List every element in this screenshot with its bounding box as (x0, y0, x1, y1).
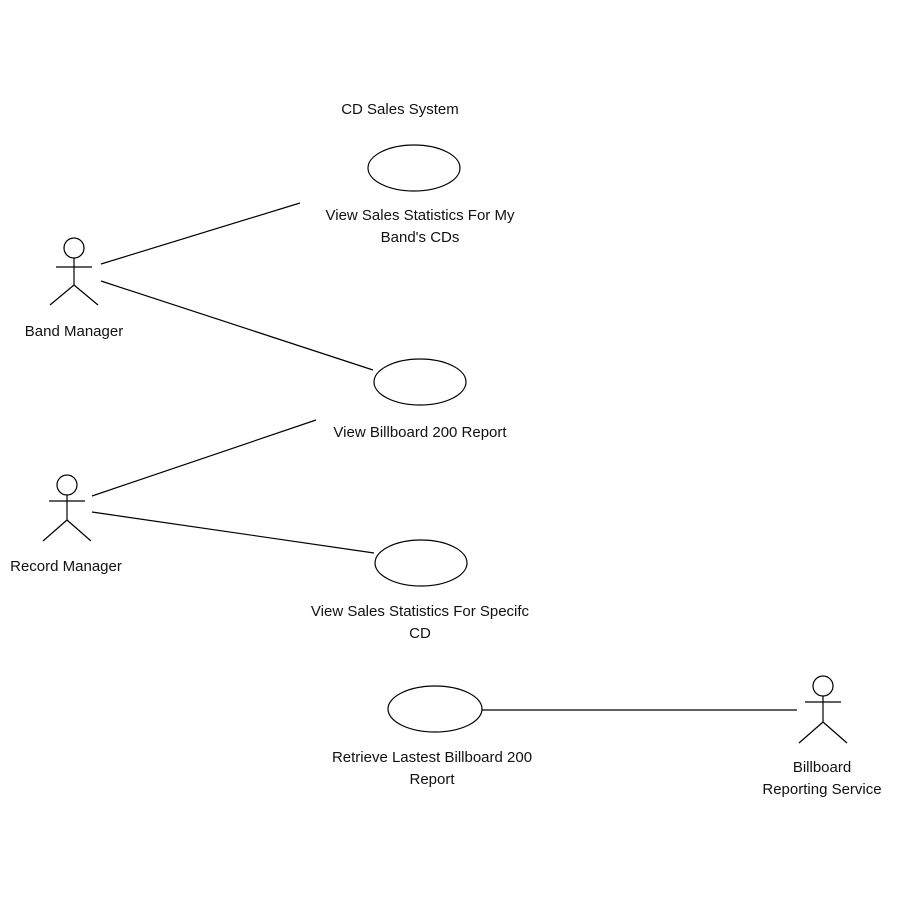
use-case-retrieve-billboard-ellipse[interactable] (387, 685, 483, 733)
actor-record-manager-label: Record Manager (10, 558, 122, 575)
actor-billboard-reporting-service-label: Billboard Reporting Service (762, 759, 882, 798)
system-title: CD Sales System (341, 101, 459, 118)
association-band-manager-view-sales-my-band (100, 202, 301, 265)
actor-billboard-reporting-service-figure[interactable] (798, 675, 848, 744)
use-case-view-billboard-label: View Billboard 200 Report (333, 424, 507, 441)
use-case-view-billboard-ellipse[interactable] (373, 358, 467, 406)
association-band-manager-view-billboard (100, 280, 374, 371)
use-case-view-sales-specific-label: View Sales Statistics For Specifc CD (310, 603, 530, 642)
association-record-manager-view-billboard (91, 419, 317, 497)
use-case-retrieve-billboard-label: Retrieve Lastest Billboard 200 Report (331, 749, 533, 788)
use-case-view-sales-specific-ellipse[interactable] (374, 539, 468, 587)
actor-band-manager-figure[interactable] (49, 237, 99, 306)
association-record-manager-view-sales-specific (91, 511, 375, 554)
actor-record-manager-figure[interactable] (42, 474, 92, 542)
use-case-view-sales-my-band-label: View Sales Statistics For My Band's CDs (325, 207, 515, 246)
use-case-view-sales-my-band-ellipse[interactable] (367, 144, 461, 192)
actor-band-manager-label: Band Manager (24, 323, 124, 340)
